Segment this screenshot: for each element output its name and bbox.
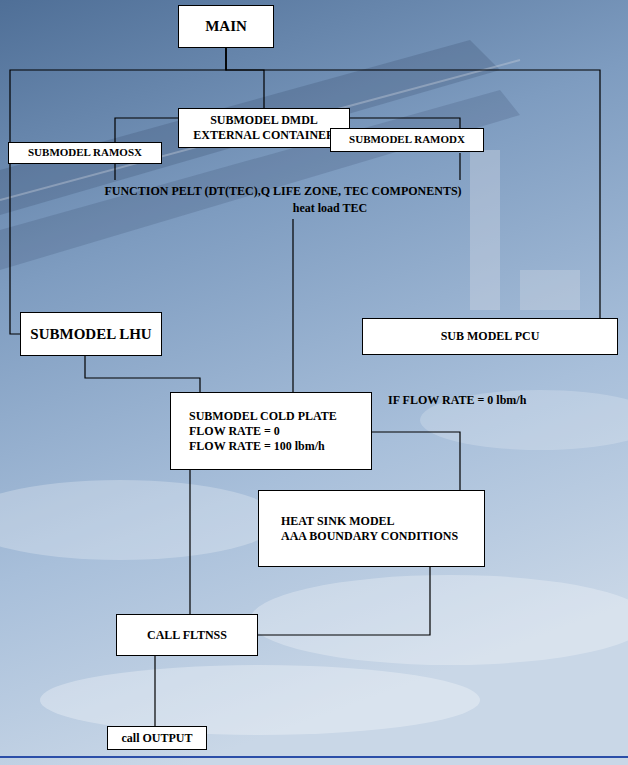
box-text: MAIN	[205, 17, 247, 36]
box-text: EXTERNAL CONTAINER	[193, 128, 334, 143]
annotation-label: FUNCTION PELT (DT(TEC),Q LIFE ZONE, TEC …	[104, 184, 461, 198]
box-text: SUBMODEL LHU	[30, 325, 151, 344]
box-text: SUB MODEL PCU	[441, 329, 540, 344]
connector-line	[350, 118, 460, 128]
box-text: SUBMODEL COLD PLATE	[189, 409, 337, 424]
connector	[226, 48, 600, 318]
connector	[155, 656, 156, 726]
submodel-box: SUBMODEL RAMODX	[330, 128, 484, 152]
box-text: SUBMODEL RAMODX	[349, 133, 465, 147]
box-text: SUBMODEL RAMOSX	[28, 146, 142, 160]
connector	[258, 567, 430, 635]
box-text: FLOW RATE = 0	[189, 424, 280, 439]
box-text: SUBMODEL DMDL	[210, 113, 318, 128]
connector	[372, 432, 460, 490]
submodel-box: SUBMODEL DMDLEXTERNAL CONTAINER	[178, 108, 350, 148]
heat-sink-box: HEAT SINK MODELAAA BOUNDARY CONDITIONS	[258, 490, 485, 567]
box-text: HEAT SINK MODEL	[281, 514, 395, 529]
connector-line	[226, 48, 264, 108]
main-box: MAIN	[178, 5, 274, 48]
box-text: call OUTPUT	[122, 731, 193, 746]
connector-line	[258, 567, 430, 635]
connector	[115, 118, 178, 142]
cold-plate-box: SUBMODEL COLD PLATEFLOW RATE = 0FLOW RAT…	[170, 392, 372, 470]
box-text: CALL FLTNSS	[147, 628, 227, 643]
annotation-label: IF FLOW RATE = 0 lbm/h	[388, 393, 526, 407]
call-box: CALL FLTNSS	[116, 614, 258, 656]
annotation-label: heat load TEC	[293, 201, 367, 215]
box-text: AAA BOUNDARY CONDITIONS	[281, 529, 458, 544]
connector-line	[154, 656, 155, 726]
connector	[190, 470, 191, 614]
connector-line	[85, 356, 200, 392]
connector	[350, 118, 460, 128]
connector	[85, 356, 200, 392]
submodel-box: SUBMODEL RAMOSX	[8, 142, 162, 164]
box-text: FLOW RATE = 100 lbm/h	[189, 439, 325, 454]
connector-line	[372, 432, 460, 490]
connector	[226, 48, 264, 108]
connector-line	[226, 48, 600, 318]
connector-line	[189, 470, 190, 614]
call-box: call OUTPUT	[107, 726, 207, 750]
submodel-box: SUBMODEL LHU	[20, 312, 162, 356]
connector-line	[115, 118, 178, 142]
submodel-box: SUB MODEL PCU	[362, 318, 618, 355]
